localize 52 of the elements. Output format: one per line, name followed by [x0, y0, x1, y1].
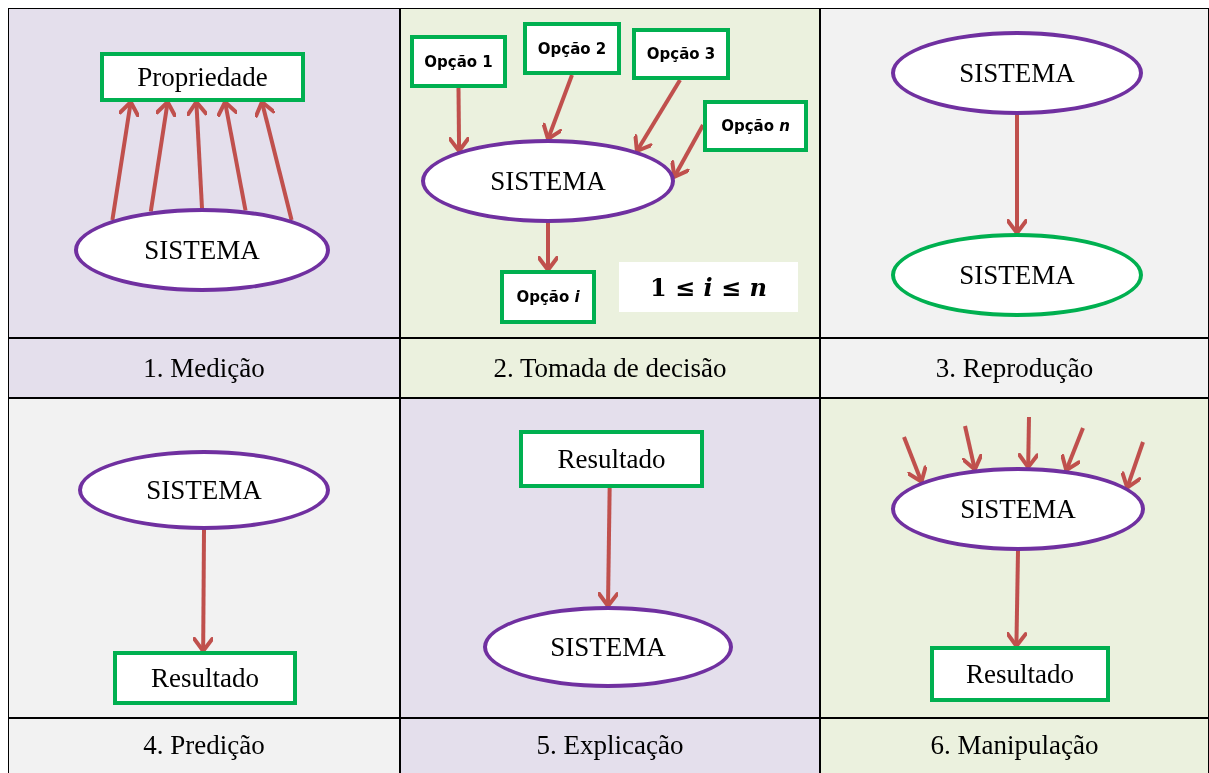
node-label: Opção 2 — [537, 39, 607, 58]
arrow — [148, 100, 177, 212]
arrow — [186, 100, 208, 209]
arrow — [254, 100, 294, 221]
arrow — [537, 223, 559, 272]
arrow — [670, 124, 705, 179]
arrow — [633, 78, 682, 153]
arrow — [1017, 416, 1040, 470]
node-label: Resultado — [966, 658, 1074, 690]
caption-text: 2. Tomada de decisão — [493, 352, 727, 384]
arrow — [961, 425, 983, 472]
option-box — [523, 22, 621, 75]
arrow — [448, 87, 470, 153]
arrow — [1120, 441, 1145, 490]
process-box — [113, 651, 297, 705]
node-label: SISTEMA — [490, 165, 606, 197]
caption-text: 1. Medição — [143, 352, 265, 384]
arrow — [216, 100, 248, 211]
arrow — [192, 530, 215, 653]
node-label: SISTEMA — [144, 234, 260, 266]
node-label: SISTEMA — [550, 631, 666, 663]
node-label: Opção 3 — [646, 45, 716, 63]
node-label: SISTEMA — [960, 493, 1076, 525]
arrow — [1005, 550, 1028, 648]
option-box — [410, 35, 507, 88]
arrow — [541, 74, 574, 141]
arrow — [1060, 427, 1085, 473]
node-label: Resultado — [557, 443, 666, 475]
caption-text: 6. Manipulação — [930, 730, 1099, 761]
arrow — [902, 436, 928, 484]
option-box — [632, 28, 730, 80]
node-label: Opção 1 — [424, 52, 493, 71]
arrow — [597, 487, 620, 608]
process-box — [930, 646, 1110, 702]
node-label: Opção n — [721, 117, 790, 135]
node-label: Propriedade — [137, 61, 268, 93]
node-label: Resultado — [151, 662, 259, 694]
caption-text: 5. Explicação — [536, 730, 684, 761]
node-label: 1 ≤ i ≤ n — [650, 272, 767, 302]
node-label: SISTEMA — [959, 57, 1075, 89]
arrow — [110, 100, 140, 221]
node-label: Opção i — [516, 288, 580, 306]
node-label: SISTEMA — [146, 474, 262, 506]
caption-text: 4. Predição — [143, 730, 265, 761]
condition-box — [619, 262, 798, 312]
node-label: SISTEMA — [959, 259, 1075, 291]
caption-text: 3. Reprodução — [935, 352, 1094, 384]
option-box — [703, 100, 808, 152]
option-box — [500, 270, 596, 324]
arrow — [1006, 115, 1028, 235]
process-box — [100, 52, 305, 102]
process-box — [519, 430, 704, 488]
